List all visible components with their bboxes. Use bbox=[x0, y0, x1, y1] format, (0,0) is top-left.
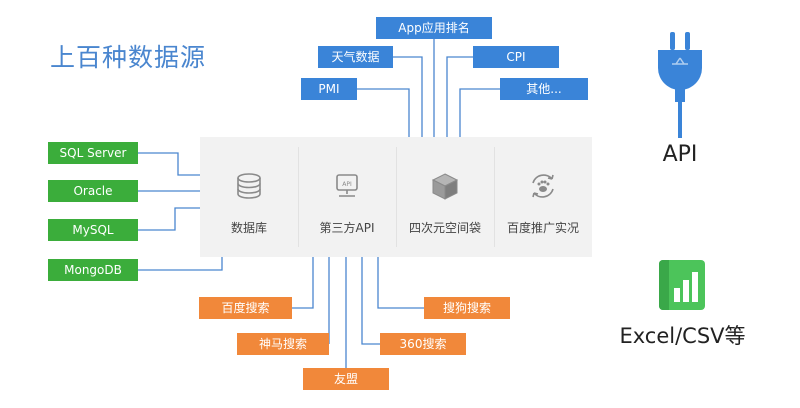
cell-label-baidu: 百度推广实况 bbox=[506, 221, 579, 235]
excel-label: Excel/CSV等 bbox=[619, 324, 746, 348]
plug-icon bbox=[658, 32, 702, 138]
api-tag-pmi: PMI bbox=[301, 78, 357, 100]
data-source-panel: 数据库 API 第三方API 四次元空间袋 bbox=[200, 137, 592, 257]
baidu-paw-icon bbox=[532, 174, 554, 198]
search-tag-shenma: 神马搜索 bbox=[237, 333, 329, 355]
db-tag-sql-server: SQL Server bbox=[48, 142, 138, 164]
box-icon bbox=[431, 173, 459, 200]
api-server-icon: API bbox=[336, 174, 358, 197]
database-icon bbox=[237, 173, 261, 199]
panel-divider bbox=[298, 147, 299, 247]
panel-divider bbox=[494, 147, 495, 247]
excel-chart-icon bbox=[659, 260, 705, 310]
cell-label-space-bag: 四次元空间袋 bbox=[408, 221, 481, 235]
cell-label-api: 第三方API bbox=[319, 221, 375, 235]
cell-label-database: 数据库 bbox=[230, 221, 267, 235]
api-tag-other: 其他... bbox=[500, 78, 588, 100]
svg-text:API: API bbox=[342, 181, 352, 188]
db-tag-mongodb: MongoDB bbox=[48, 259, 138, 281]
api-tag-app-ranking: App应用排名 bbox=[376, 17, 492, 39]
api-label: API bbox=[662, 142, 698, 167]
search-tag-umeng: 友盟 bbox=[303, 368, 389, 390]
search-tag-360: 360搜索 bbox=[380, 333, 466, 355]
panel-divider bbox=[396, 147, 397, 247]
db-tag-mysql: MySQL bbox=[48, 219, 138, 241]
search-tag-baidu: 百度搜索 bbox=[199, 297, 292, 319]
db-tag-oracle: Oracle bbox=[48, 180, 138, 202]
search-tag-sogou: 搜狗搜索 bbox=[424, 297, 510, 319]
api-tag-weather: 天气数据 bbox=[318, 46, 393, 68]
api-tag-cpi: CPI bbox=[473, 46, 559, 68]
page-title: 上百种数据源 bbox=[50, 43, 207, 72]
